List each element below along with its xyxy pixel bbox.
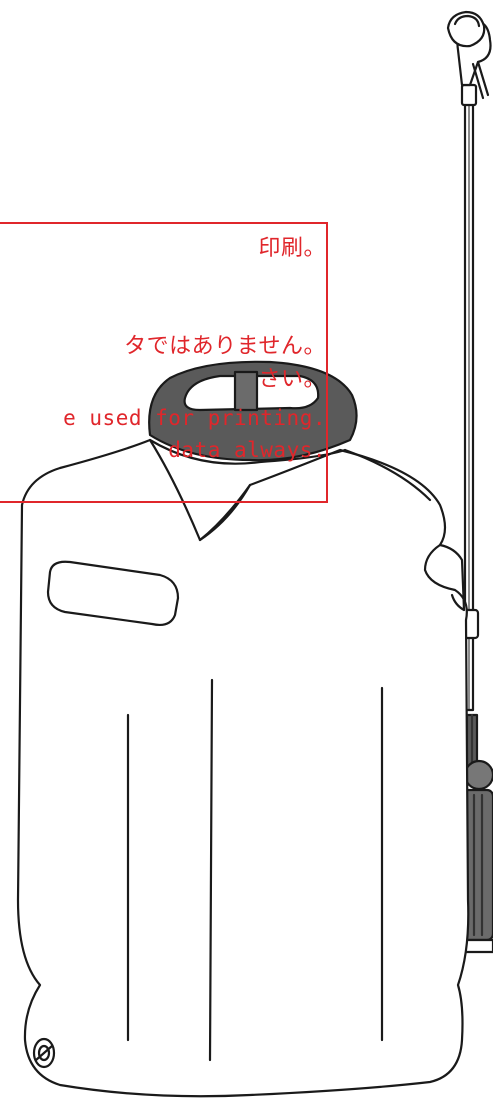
spray-nozzle [446, 10, 492, 107]
tank-cap [148, 360, 358, 462]
spray-wand [446, 10, 492, 777]
sprayer-tank [16, 438, 470, 1098]
